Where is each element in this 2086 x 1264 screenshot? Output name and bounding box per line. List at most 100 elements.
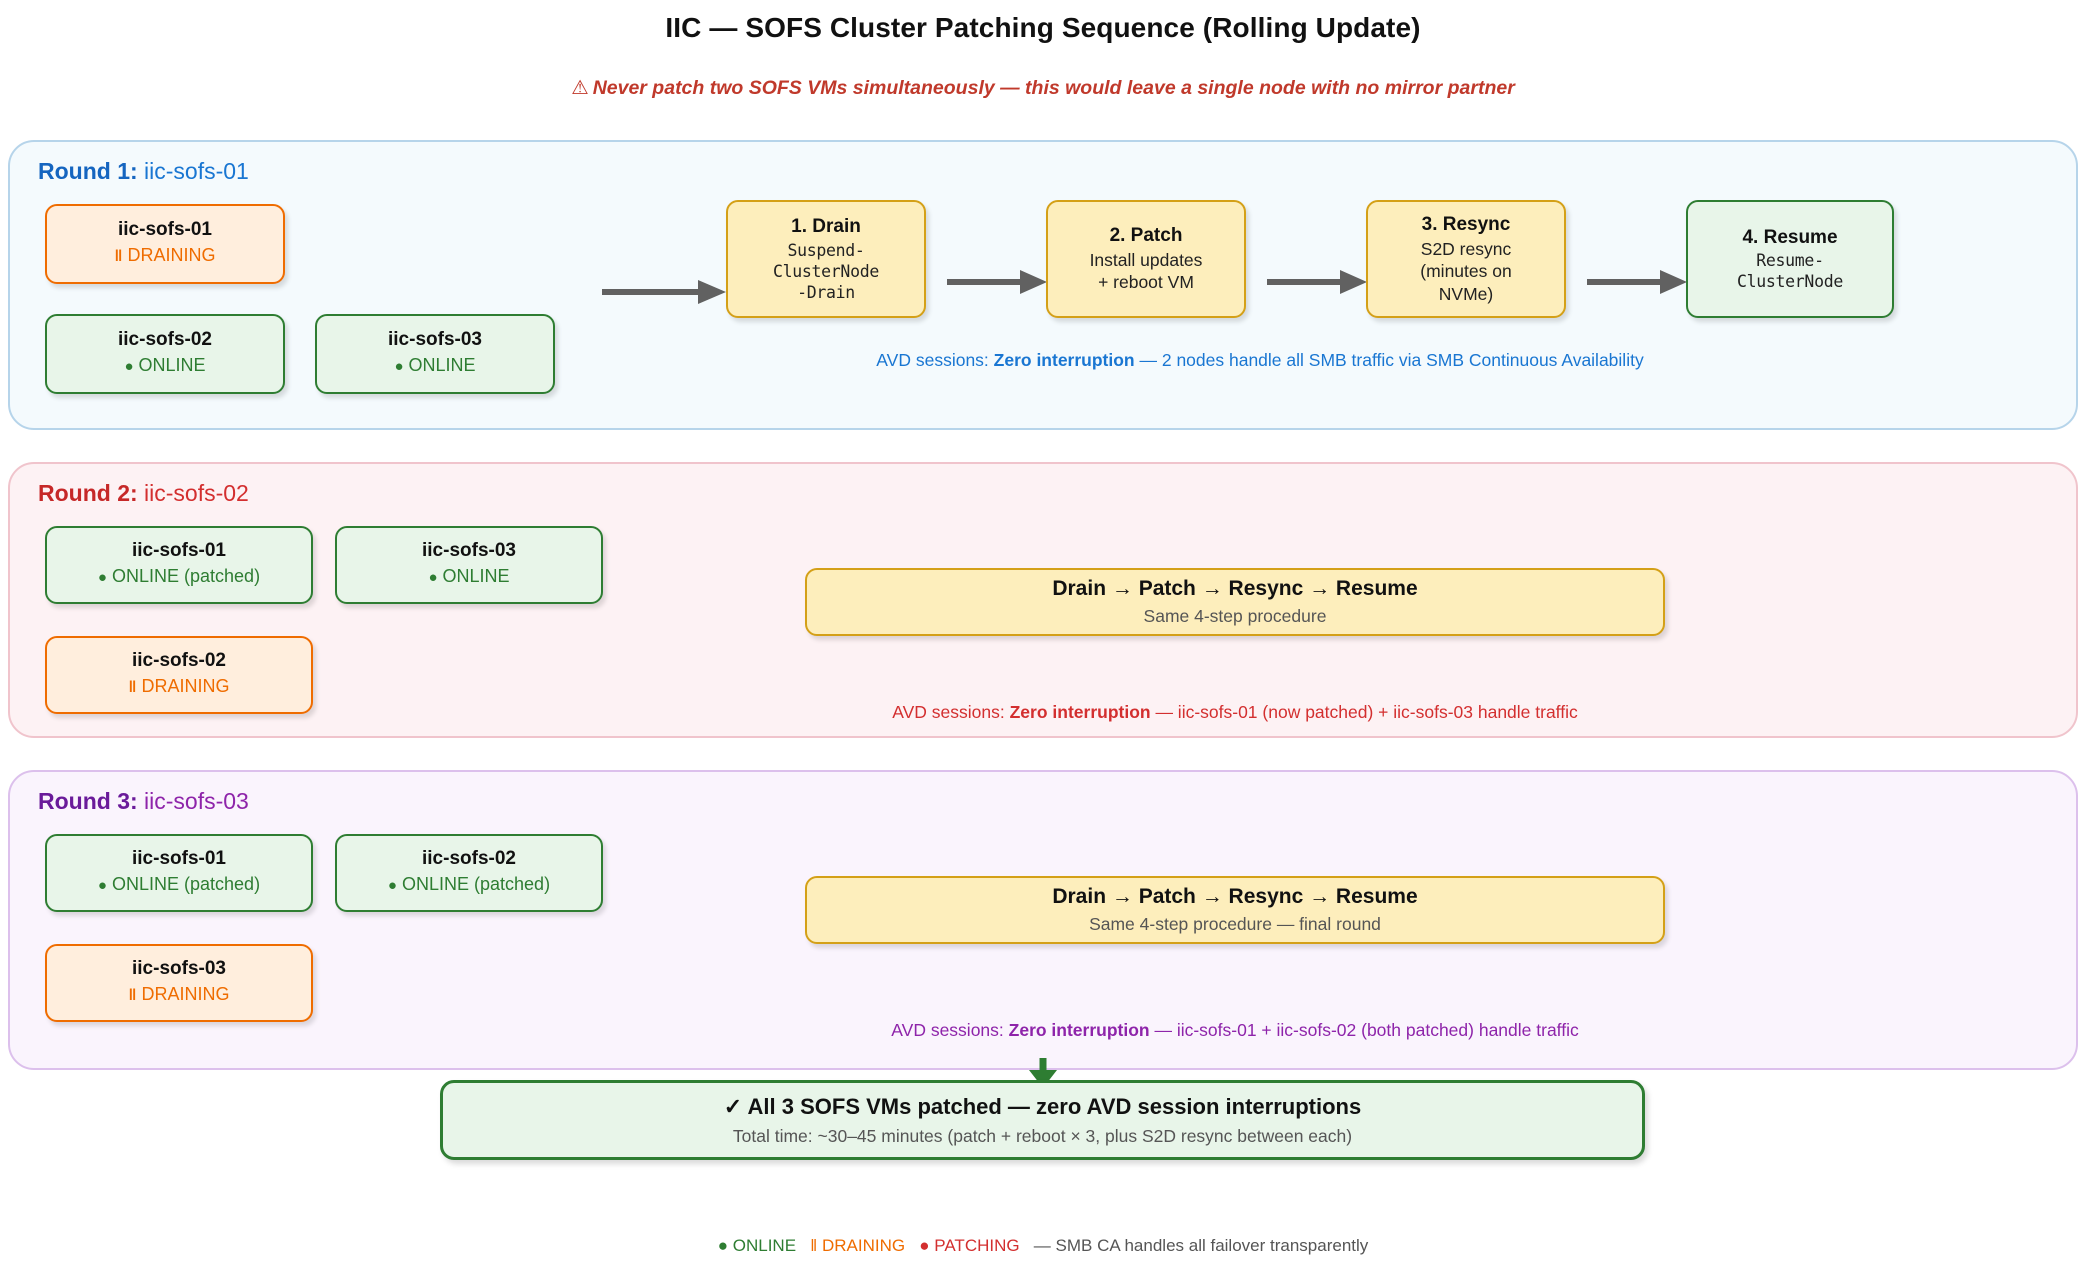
- node-name: iic-sofs-02: [422, 848, 516, 870]
- status-text: ONLINE (patched): [112, 874, 261, 895]
- avd-highlight: Zero interruption: [1009, 702, 1151, 722]
- node-status: ● ONLINE: [394, 354, 475, 377]
- step-title: 1. Drain: [791, 215, 861, 237]
- round-3-node-name: iic-sofs-03: [144, 788, 249, 814]
- legend-online-label: ONLINE: [732, 1236, 797, 1255]
- legend-patching-label: PATCHING: [934, 1236, 1020, 1255]
- step-box-resume[interactable]: 4. Resume Resume- ClusterNode: [1686, 200, 1894, 318]
- node-name: iic-sofs-02: [132, 650, 226, 672]
- round-1-label: Round 1:: [38, 158, 138, 184]
- procedure-bar-round-2[interactable]: Drain → Patch → Resync → Resume Same 4-s…: [805, 568, 1665, 636]
- step-box-resync[interactable]: 3. Resync S2D resync (minutes on NVMe): [1366, 200, 1566, 318]
- avd-highlight: Zero interruption: [1008, 1020, 1150, 1040]
- avd-note-round-3: AVD sessions: Zero interruption — iic-so…: [610, 1020, 1860, 1041]
- procedure-title: Drain → Patch → Resync → Resume: [1052, 577, 1418, 600]
- procedure-bar-round-3[interactable]: Drain → Patch → Resync → Resume Same 4-s…: [805, 876, 1665, 944]
- step-box-patch[interactable]: 2. Patch Install updates + reboot VM: [1046, 200, 1246, 318]
- node-box-iic-sofs-01[interactable]: iic-sofs-01 ● ONLINE (patched): [45, 526, 313, 604]
- node-name: iic-sofs-01: [132, 540, 226, 562]
- avd-prefix: AVD sessions:: [876, 350, 994, 370]
- final-summary-subtitle: Total time: ~30–45 minutes (patch + rebo…: [732, 1125, 1353, 1146]
- legend-tail-text: — SMB CA handles all failover transparen…: [1033, 1236, 1369, 1255]
- status-text: ONLINE (patched): [402, 874, 551, 895]
- node-name: iic-sofs-03: [422, 540, 516, 562]
- round-1-title: Round 1: iic-sofs-01: [38, 158, 249, 185]
- final-summary-box[interactable]: ✓ All 3 SOFS VMs patched — zero AVD sess…: [440, 1080, 1645, 1160]
- node-status: ‖ DRAINING: [129, 675, 230, 699]
- status-text: ONLINE (patched): [112, 566, 261, 587]
- node-status: ● ONLINE: [124, 354, 205, 377]
- node-status: ● ONLINE: [428, 565, 509, 588]
- legend-online-marker-icon: ●: [717, 1236, 728, 1255]
- node-box-iic-sofs-02[interactable]: iic-sofs-02 ● ONLINE (patched): [335, 834, 603, 912]
- round-3-title: Round 3: iic-sofs-03: [38, 788, 249, 815]
- node-status: ‖ DRAINING: [129, 983, 230, 1007]
- avd-note-round-1: AVD sessions: Zero interruption — 2 node…: [610, 350, 1910, 371]
- avd-prefix: AVD sessions:: [891, 1020, 1009, 1040]
- round-3-container: Round 3: iic-sofs-03 iic-sofs-01 ● ONLIN…: [8, 770, 2078, 1070]
- status-text: ONLINE: [408, 355, 476, 376]
- status-marker-icon: ●: [387, 877, 397, 895]
- node-name: iic-sofs-02: [118, 329, 212, 351]
- round-1-node-name: iic-sofs-01: [144, 158, 249, 184]
- arrow-step1-to-step2: [947, 270, 1047, 294]
- procedure-subtitle: Same 4-step procedure — final round: [1089, 914, 1381, 934]
- step-title: 4. Resume: [1742, 226, 1838, 248]
- step-description: Suspend- ClusterNode -Drain: [773, 240, 879, 302]
- node-status: ● ONLINE (patched): [98, 873, 260, 896]
- node-box-iic-sofs-03[interactable]: iic-sofs-03 ● ONLINE: [335, 526, 603, 604]
- status-text: DRAINING: [127, 244, 216, 265]
- warning-subtitle: ⚠Never patch two SOFS VMs simultaneously…: [0, 76, 2086, 100]
- arrow-step2-to-step3: [1267, 270, 1367, 294]
- warning-triangle-icon: ⚠: [571, 77, 589, 99]
- node-box-iic-sofs-02[interactable]: iic-sofs-02 ‖ DRAINING: [45, 636, 313, 714]
- legend-patching-marker-icon: ●: [919, 1236, 930, 1255]
- node-name: iic-sofs-01: [118, 219, 212, 241]
- legend-draining-marker-icon: ‖: [810, 1236, 818, 1255]
- avd-suffix: — iic-sofs-01 (now patched) + iic-sofs-0…: [1150, 702, 1578, 722]
- step-description: Resume- ClusterNode: [1737, 251, 1843, 292]
- avd-suffix: — iic-sofs-01 + iic-sofs-02 (both patche…: [1149, 1020, 1579, 1040]
- avd-suffix: — 2 nodes handle all SMB traffic via SMB…: [1134, 350, 1644, 370]
- round-2-container: Round 2: iic-sofs-02 iic-sofs-01 ● ONLIN…: [8, 462, 2078, 738]
- node-box-iic-sofs-01[interactable]: iic-sofs-01 ● ONLINE (patched): [45, 834, 313, 912]
- node-status: ‖ DRAINING: [115, 244, 216, 268]
- status-text: ONLINE: [442, 566, 510, 587]
- node-box-iic-sofs-03[interactable]: iic-sofs-03 ‖ DRAINING: [45, 944, 313, 1022]
- round-1-container: Round 1: iic-sofs-01 iic-sofs-01 ‖ DRAIN…: [8, 140, 2078, 430]
- status-marker-icon: ●: [97, 877, 107, 895]
- node-box-iic-sofs-02[interactable]: iic-sofs-02 ● ONLINE: [45, 314, 285, 394]
- status-marker-icon: ‖: [128, 986, 137, 1004]
- status-text: DRAINING: [141, 675, 230, 696]
- arrow-round3-to-final: [1029, 1058, 1057, 1088]
- round-3-label: Round 3:: [38, 788, 138, 814]
- round-2-title: Round 2: iic-sofs-02: [38, 480, 249, 507]
- node-box-iic-sofs-01[interactable]: iic-sofs-01 ‖ DRAINING: [45, 204, 285, 284]
- page-title: IIC — SOFS Cluster Patching Sequence (Ro…: [665, 12, 1421, 43]
- step-title: 2. Patch: [1109, 225, 1183, 247]
- node-box-iic-sofs-03[interactable]: iic-sofs-03 ● ONLINE: [315, 314, 555, 394]
- warning-subtitle-text: Never patch two SOFS VMs simultaneously …: [592, 77, 1515, 99]
- node-name: iic-sofs-03: [388, 329, 482, 351]
- status-marker-icon: ●: [124, 358, 134, 376]
- node-name: iic-sofs-01: [132, 848, 226, 870]
- procedure-subtitle: Same 4-step procedure: [1143, 606, 1327, 626]
- round-2-node-name: iic-sofs-02: [144, 480, 249, 506]
- procedure-title: Drain → Patch → Resync → Resume: [1052, 885, 1418, 908]
- node-status: ● ONLINE (patched): [98, 565, 260, 588]
- status-marker-icon: ●: [97, 569, 107, 587]
- arrow-step3-to-step4: [1587, 270, 1687, 294]
- node-name: iic-sofs-03: [132, 958, 226, 980]
- status-marker-icon: ●: [394, 358, 404, 376]
- legend: ● ONLINE ‖ DRAINING ● PATCHING — SMB CA …: [0, 1236, 2086, 1256]
- status-marker-icon: ‖: [114, 247, 123, 265]
- step-description: S2D resync (minutes on NVMe): [1420, 238, 1512, 304]
- status-text: ONLINE: [138, 355, 206, 376]
- arrow-nodes-to-step1: [602, 280, 726, 304]
- round-2-label: Round 2:: [38, 480, 138, 506]
- status-marker-icon: ●: [428, 569, 438, 587]
- step-box-drain[interactable]: 1. Drain Suspend- ClusterNode -Drain: [726, 200, 926, 318]
- node-status: ● ONLINE (patched): [388, 873, 550, 896]
- step-title: 3. Resync: [1421, 214, 1511, 236]
